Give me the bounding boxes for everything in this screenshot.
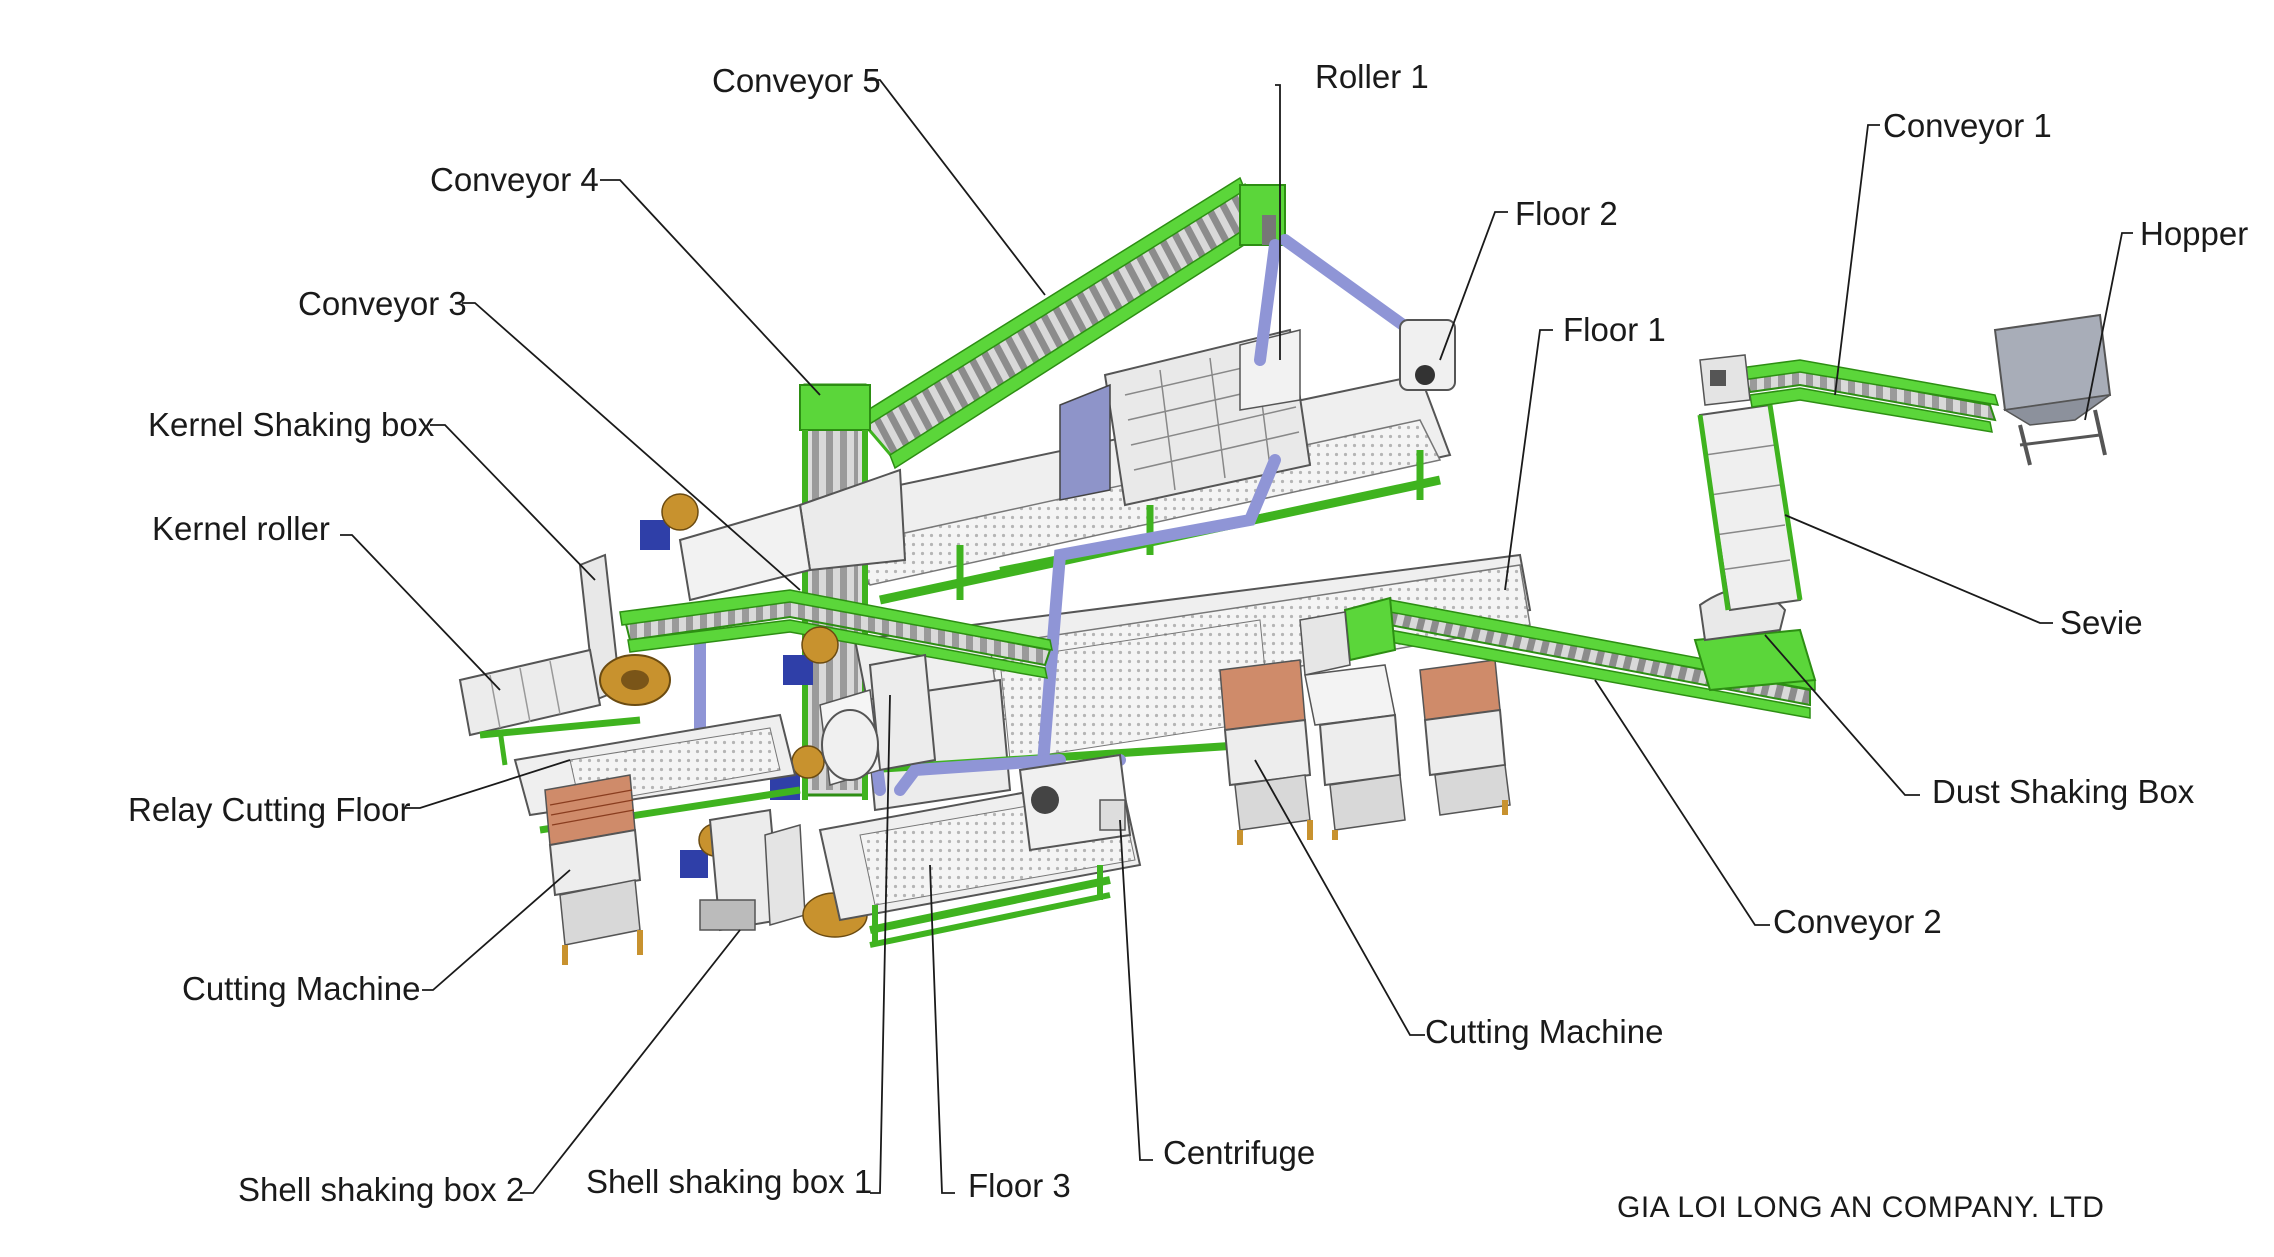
shell-shaking-box-1: [819, 653, 937, 786]
label-kernel-roller: Kernel roller: [152, 510, 330, 547]
label-relay-cutting-floor: Relay Cutting Floor: [128, 791, 411, 828]
label-conveyor-5: Conveyor 5: [712, 62, 881, 99]
conveyor-5: [854, 176, 1286, 470]
label-sevie: Sevie: [2060, 604, 2143, 641]
motor-units: [640, 493, 839, 878]
label-conveyor-1: Conveyor 1: [1883, 107, 2052, 144]
kernel-shaking-box: [578, 553, 671, 706]
roller-1: [1059, 328, 1312, 507]
label-roller-1: Roller 1: [1315, 58, 1429, 95]
label-dust-shaking-box: Dust Shaking Box: [1932, 773, 2195, 810]
conveyor-1: [1699, 354, 2000, 433]
label-cutting-machine-left: Cutting Machine: [182, 970, 421, 1007]
cutting-machine-right-3: [1419, 659, 1511, 816]
label-conveyor-2: Conveyor 2: [1773, 903, 1942, 940]
label-cutting-machine-right: Cutting Machine: [1425, 1013, 1664, 1050]
label-conveyor-3: Conveyor 3: [298, 285, 467, 322]
hopper: [1993, 313, 2112, 466]
label-shell-shaking-box-1: Shell shaking box 1: [586, 1163, 873, 1200]
label-shell-shaking-box-2: Shell shaking box 2: [238, 1171, 525, 1208]
conveyor-2: [1299, 596, 1816, 719]
floor-2-blower: [1399, 319, 1456, 391]
sevie: [1697, 403, 1803, 612]
kernel-roller: [458, 648, 641, 766]
floor-1: [853, 553, 1532, 812]
leader-lines: [340, 79, 2133, 1194]
label-floor-2: Floor 2: [1515, 195, 1618, 232]
label-centrifuge: Centrifuge: [1163, 1134, 1316, 1171]
centrifuge: [1018, 753, 1132, 852]
label-conveyor-4: Conveyor 4: [430, 161, 599, 198]
cutting-machine-right-2: [1304, 664, 1406, 840]
cutting-machine-right-1: [1219, 659, 1313, 845]
label-floor-3: Floor 3: [968, 1167, 1071, 1204]
conveyor-4-box: [678, 468, 907, 602]
label-floor-1: Floor 1: [1563, 311, 1666, 348]
company-name: GIA LOI LONG AN COMPANY. LTD: [1617, 1191, 2105, 1224]
conveyor-3: [619, 589, 1053, 679]
label-hopper: Hopper: [2140, 215, 2249, 252]
label-kernel-shaking-box: Kernel Shaking box: [148, 406, 435, 443]
cutting-machine-left: [544, 774, 643, 965]
